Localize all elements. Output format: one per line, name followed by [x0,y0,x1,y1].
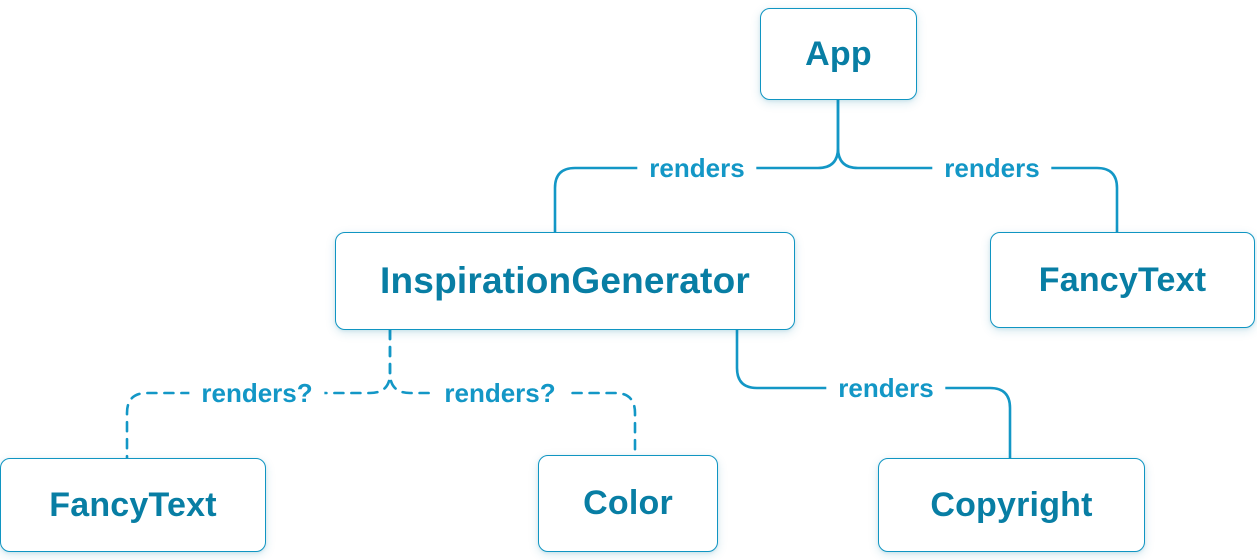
node-fancy-text-top-label: FancyText [1038,260,1207,299]
edge-label-renders-maybe-fancytext: renders? [189,378,325,408]
node-copyright-label: Copyright [930,485,1093,524]
edge-label-renders-maybe-color: renders? [432,378,568,408]
node-fancy-text-top: FancyText [990,232,1255,328]
node-inspiration-generator-label: InspirationGenerator [380,260,750,301]
node-app-label: App [805,34,872,73]
node-fancy-text-bottom: FancyText [0,458,266,552]
node-inspiration-generator: InspirationGenerator [335,232,795,330]
edge-label-renders-copyright: renders [826,373,946,403]
node-color: Color [538,455,718,552]
edge-label-renders-fancytext: renders [932,153,1052,183]
node-copyright: Copyright [878,458,1145,552]
node-app: App [760,8,917,100]
node-fancy-text-bottom-label: FancyText [49,485,217,524]
node-color-label: Color [583,484,673,522]
edge-label-renders-inspirationgenerator: renders [637,153,757,183]
